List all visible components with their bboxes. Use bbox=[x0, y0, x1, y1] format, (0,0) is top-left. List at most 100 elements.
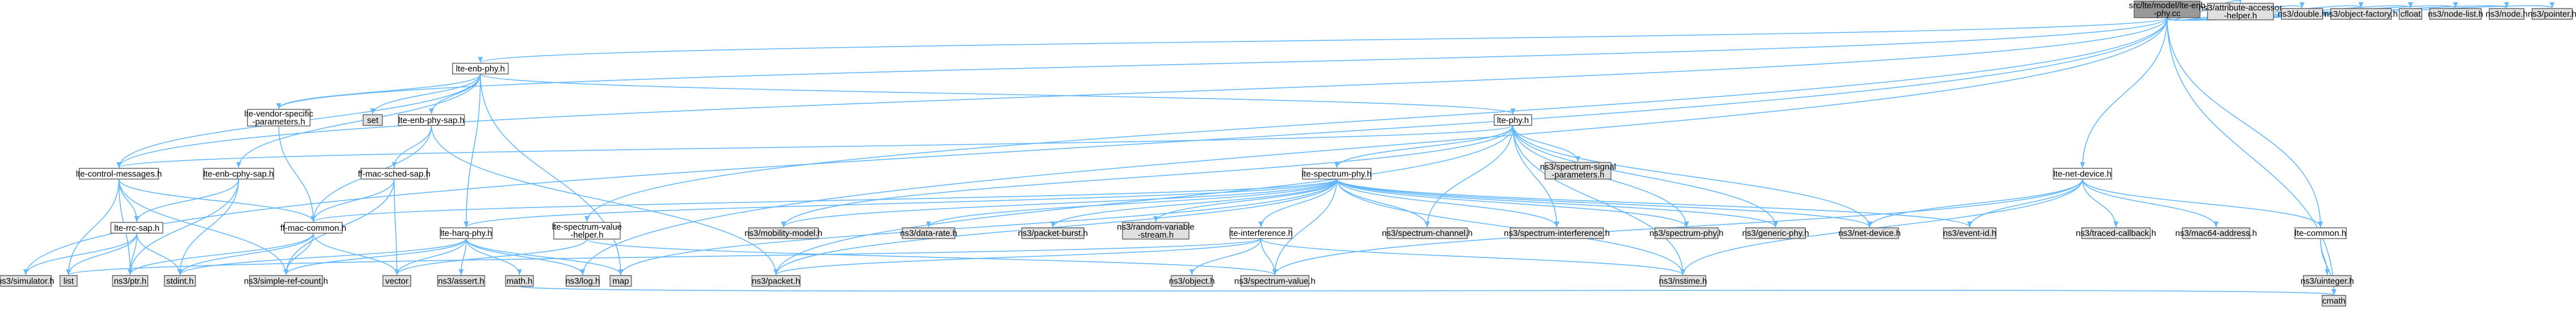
edge-enb_phy_sap-to-packet_h bbox=[431, 125, 779, 275]
node-mobility: ns3/mobility-model.h bbox=[744, 227, 823, 239]
node-label: math.h bbox=[506, 276, 533, 286]
node-box bbox=[246, 109, 311, 126]
node-label: src/lte/model/lte-enb bbox=[2129, 1, 2205, 11]
node-box bbox=[2294, 227, 2347, 239]
node-double_h: ns3/double.h bbox=[2278, 8, 2326, 20]
node-math_h: math.h bbox=[505, 275, 534, 287]
node-label: lte-spectrum-value bbox=[552, 222, 621, 232]
edge-lte_spec_phy-to-event_id bbox=[1336, 179, 1973, 228]
node-lte_rrc_sap[interactable]: lte-rrc-sap.h bbox=[110, 222, 164, 234]
node-spec_val_helper[interactable]: lte-spectrum-value-helper.h bbox=[552, 222, 622, 240]
node-datarate: ns3/data-rate.h bbox=[900, 227, 957, 239]
node-label: lte-phy.h bbox=[1497, 116, 1528, 125]
edge-spec_val_helper-to-vector bbox=[394, 239, 587, 276]
node-box bbox=[2330, 8, 2392, 20]
edge-root-to-simulator bbox=[23, 18, 2168, 275]
node-box bbox=[2281, 8, 2323, 20]
node-lte_spec_phy[interactable]: lte-spectrum-phy.h bbox=[1302, 168, 1372, 180]
node-box bbox=[2489, 8, 2525, 20]
node-box bbox=[382, 275, 411, 287]
node-label: ns3/assert.h bbox=[438, 276, 484, 286]
node-lte_common[interactable]: lte-common.h bbox=[2294, 227, 2347, 239]
edge-root-to-vendor_h bbox=[276, 17, 2168, 109]
node-box bbox=[2429, 8, 2482, 20]
node-box bbox=[902, 227, 956, 239]
node-label: list bbox=[63, 276, 74, 286]
node-lte_ctrl_msgs[interactable]: lte-control-messages.h bbox=[76, 168, 162, 180]
node-box bbox=[1122, 222, 1190, 240]
node-label: ns3/log.h bbox=[565, 276, 600, 286]
edge-lte_enb_phy_h-to-vendor_h bbox=[276, 74, 481, 109]
node-label: ns3/simple-ref-count.h bbox=[244, 276, 328, 286]
node-label: lte-control-messages.h bbox=[76, 169, 162, 179]
node-label: ff-mac-sched-sap.h bbox=[358, 169, 431, 179]
node-box bbox=[748, 227, 819, 239]
node-enb_cphy_sap[interactable]: lte-enb-cphy-sap.h bbox=[203, 168, 274, 180]
node-label: ns3/node-list.h bbox=[2428, 10, 2484, 19]
node-label: ns3/object-factory.h bbox=[2324, 10, 2398, 19]
node-box bbox=[452, 62, 509, 75]
node-lte_harq[interactable]: lte-harq-phy.h bbox=[440, 227, 493, 239]
node-label: -phy.cc bbox=[2154, 9, 2181, 19]
node-list: list bbox=[59, 275, 78, 287]
node-ffmac_common[interactable]: ff-mac-common.h bbox=[280, 222, 346, 234]
node-box bbox=[360, 168, 428, 180]
edge-lte_phy_h-to-lte_spec_phy bbox=[1334, 125, 1514, 168]
edge-vendor_h-to-ffmac_common bbox=[278, 126, 316, 222]
node-label: lte-enb-phy.h bbox=[456, 64, 505, 74]
edge-lte_common-to-uinteger bbox=[2320, 238, 2330, 275]
node-lte_phy_h[interactable]: lte-phy.h bbox=[1493, 114, 1532, 126]
node-label: ns3/pointer.h bbox=[2528, 10, 2576, 19]
edge-lte_harq-to-stdint bbox=[177, 238, 467, 276]
node-lte_enb_phy_h[interactable]: lte-enb-phy.h bbox=[452, 62, 509, 75]
node-box bbox=[1544, 162, 1612, 180]
node-label: ns3/generic-phy.h bbox=[1742, 229, 1809, 238]
edge-spec_val_helper-to-spec_value bbox=[586, 238, 1278, 276]
edge-lte_enb_phy_h-to-enb_cphy_sap bbox=[236, 74, 481, 168]
node-label: lte-harq-phy.h bbox=[440, 229, 492, 238]
node-box bbox=[249, 275, 323, 287]
node-label: ns3/uinteger.h bbox=[2301, 276, 2354, 286]
node-label: ns3/spectrum-interference.h bbox=[1504, 229, 1610, 238]
node-ffmac_sched[interactable]: ff-mac-sched-sap.h bbox=[358, 168, 431, 180]
node-box bbox=[1386, 227, 1468, 239]
node-cfloat: cfloat bbox=[2399, 8, 2422, 20]
node-box bbox=[1943, 227, 1996, 239]
node-vendor_h[interactable]: lte-vendor-specific-parameters.h bbox=[244, 109, 313, 126]
node-root[interactable]: src/lte/model/lte-enb-phy.cc bbox=[2129, 1, 2205, 19]
edge-lte_phy_h-to-lte_ctrl_msgs bbox=[117, 125, 1514, 168]
node-box bbox=[398, 114, 465, 126]
node-label: ns3/spectrum-signal bbox=[1540, 162, 1616, 172]
node-label: stdint.h bbox=[166, 276, 193, 286]
edge-ffmac_common-to-stdint bbox=[177, 233, 314, 276]
node-box bbox=[1170, 275, 1213, 287]
edge-lte_phy_h-to-nstime bbox=[1512, 125, 1686, 275]
node-lte_interf[interactable]: lte-interference.h bbox=[1229, 227, 1293, 239]
node-label: ns3/event-id.h bbox=[1943, 229, 1996, 238]
edge-lte_ctrl_msgs-to-list bbox=[66, 179, 120, 275]
edge-lte_phy_h-to-spec_interf bbox=[1512, 125, 1560, 227]
node-label: ns3/mac64-address.h bbox=[2175, 229, 2257, 238]
node-lte_net_dev[interactable]: lte-net-device.h bbox=[2053, 168, 2113, 180]
edge-lte_spec_phy-to-mobility bbox=[781, 179, 1338, 228]
edge-lte_interf-to-object_h bbox=[1189, 238, 1262, 276]
node-objfac_h: ns3/object-factory.h bbox=[2324, 8, 2398, 20]
node-simulator: ns3/simulator.h bbox=[0, 275, 54, 287]
node-box bbox=[2081, 227, 2151, 239]
node-attr_helper: ns3/attribute-accessor-helper.h bbox=[2199, 2, 2283, 20]
node-label: ns3/ptr.h bbox=[114, 276, 147, 286]
node-label: vector bbox=[385, 276, 408, 286]
edge-lte_interf-to-spec_value bbox=[1260, 238, 1278, 275]
node-ss_params: ns3/spectrum-signal-parameters.h bbox=[1540, 162, 1616, 180]
node-enb_phy_sap[interactable]: lte-enb-phy-sap.h bbox=[398, 114, 465, 126]
node-box bbox=[751, 275, 801, 287]
node-box bbox=[79, 168, 159, 180]
edge-lte_spec_phy-to-packet_h bbox=[773, 179, 1338, 275]
node-box bbox=[164, 275, 196, 287]
node-label: -parameters.h bbox=[1552, 170, 1604, 180]
node-label: -stream.h bbox=[1138, 230, 1173, 240]
node-uinteger: ns3/uinteger.h bbox=[2301, 275, 2354, 287]
node-label: ns3/nstime.h bbox=[1659, 276, 1707, 286]
edge-lte_enb_phy_h-to-enb_phy_sap bbox=[429, 74, 481, 115]
node-label: lte-interference.h bbox=[1229, 229, 1293, 238]
